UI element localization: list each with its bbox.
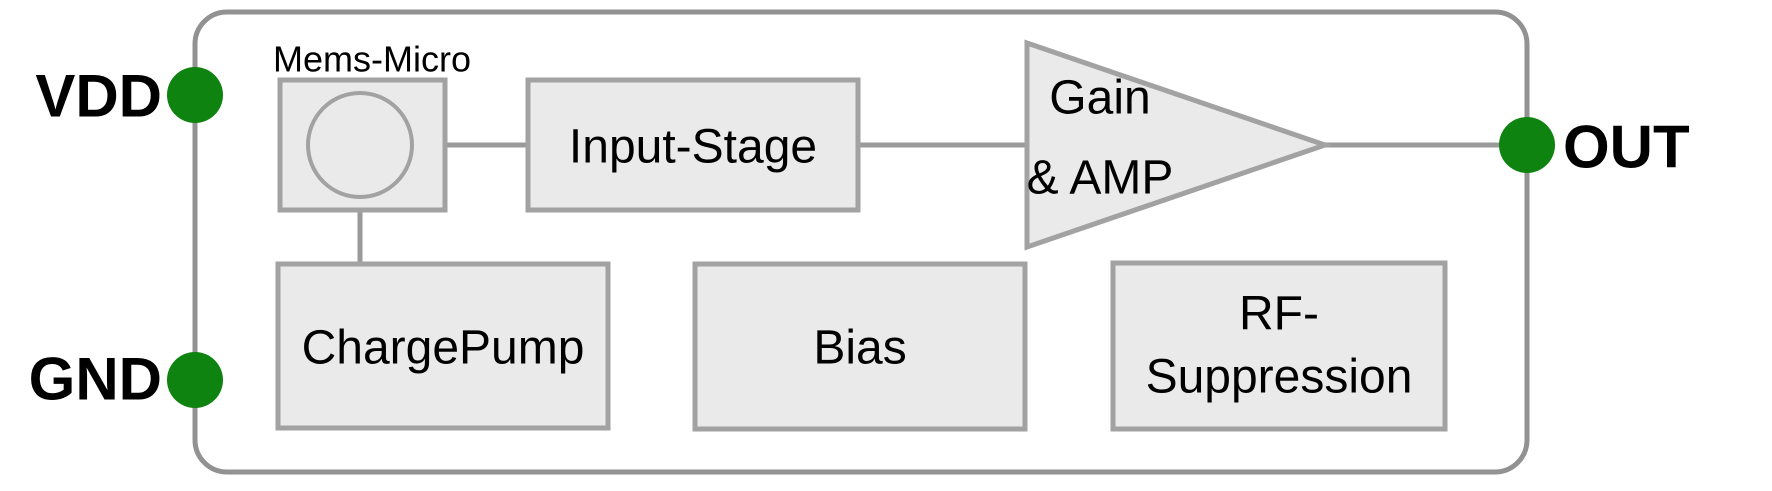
- bias-block: [692, 261, 1028, 432]
- gain-amp-label-line1: Gain: [1049, 72, 1150, 125]
- gnd-label: GND: [29, 346, 162, 413]
- vdd-label: VDD: [35, 63, 162, 130]
- out-port-dot: [1499, 117, 1555, 173]
- gain-amp-label-line2: & AMP: [1027, 152, 1174, 205]
- rf-suppression-block: [1110, 260, 1448, 432]
- gnd-port-dot: [167, 352, 223, 408]
- mems-micro-block: [277, 77, 448, 213]
- bias-label: Bias: [813, 322, 906, 375]
- charge-pump-label: ChargePump: [302, 322, 585, 375]
- mems-membrane-circle: [306, 91, 414, 199]
- input-stage-block: [525, 77, 861, 213]
- mems-micro-label: Mems-Micro: [273, 39, 471, 80]
- out-label: OUT: [1563, 114, 1690, 181]
- gain-amp-triangle: [1024, 39, 1333, 251]
- rf-suppression-label-line2: Suppression: [1146, 351, 1413, 404]
- charge-pump-block: [275, 261, 611, 431]
- chip-outline: [192, 9, 1530, 475]
- input-stage-label: Input-Stage: [569, 121, 817, 174]
- vdd-port-dot: [167, 67, 223, 123]
- rf-suppression-label-line1: RF-: [1239, 288, 1319, 341]
